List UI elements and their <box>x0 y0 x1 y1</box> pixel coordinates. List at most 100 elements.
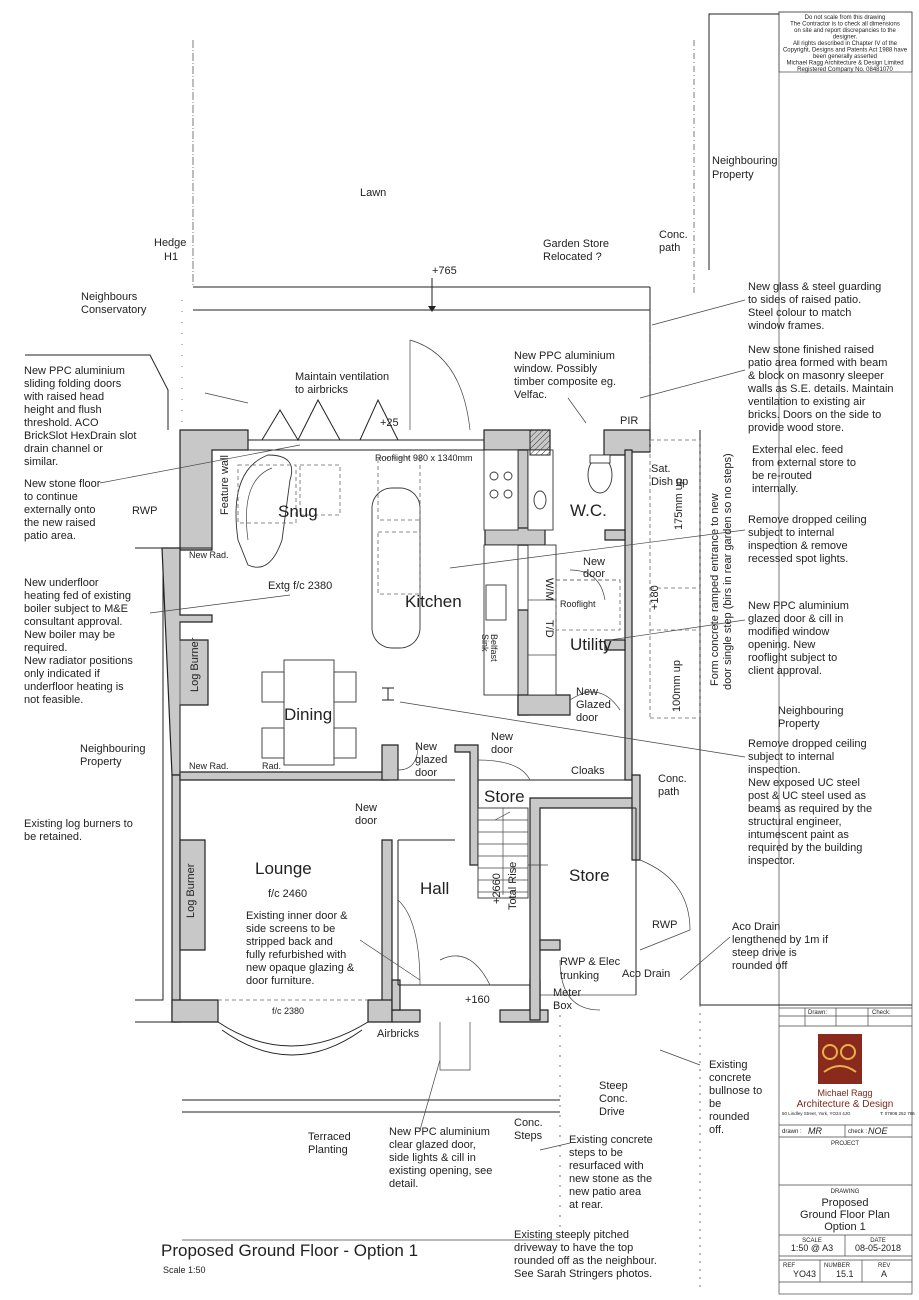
neighbouring-property-label: Neighbouring <box>778 705 843 717</box>
note-sliding-doors: New PPC aluminium sliding folding doors … <box>23 365 136 468</box>
snug-furniture <box>235 454 341 568</box>
note-line: driveway to have the top <box>514 1242 633 1254</box>
washing-machine-label: W/M <box>543 578 555 601</box>
note-line: subject to internal <box>748 527 834 539</box>
note-aco-drain: Aco Drain lengthened by 1m if steep driv… <box>732 921 829 972</box>
note-line: New stone finished raised <box>748 344 874 356</box>
note-line: recessed spot lights. <box>748 553 848 565</box>
note-line: drain channel or <box>24 443 103 455</box>
note-line: stripped back and <box>246 936 333 948</box>
door-label: door <box>415 767 437 779</box>
revision-check-header: Check: <box>872 1010 891 1016</box>
note-line: new opaque glazing & <box>246 962 355 974</box>
note-line: Steel colour to match <box>748 307 851 319</box>
sat-dish-label: Dish up <box>651 476 688 488</box>
level-160: +160 <box>465 994 490 1006</box>
note-line: boiler subject to M&E <box>24 603 128 615</box>
note-line: Existing steeply pitched <box>514 1229 629 1241</box>
company-logo <box>818 1034 862 1084</box>
sat-dish-label: Sat. <box>651 463 671 475</box>
ramp-label: door single step (birs in rear garden so… <box>722 453 734 690</box>
note-stone-floor: New stone floor to continue externally o… <box>24 478 101 542</box>
note-line: Existing log burners to <box>24 818 133 830</box>
drawing-title-line: Option 1 <box>824 1221 866 1233</box>
note-clear-glazed-door: New PPC aluminium clear glazed door, sid… <box>389 1126 492 1190</box>
dining-table <box>261 659 394 766</box>
ref-label: REF <box>783 1263 795 1269</box>
note-line: New PPC aluminium <box>24 365 125 377</box>
note-line: New PPC aluminium <box>748 600 849 612</box>
rooflight-label: Rooflight 980 x 1340mm <box>375 453 473 463</box>
lawn-label: Lawn <box>360 187 386 199</box>
drawing-title: Proposed Ground Floor - Option 1 <box>161 1241 418 1260</box>
note-line: externally onto <box>24 504 96 516</box>
note-ventilation: Maintain ventilation to airbricks <box>295 371 389 396</box>
note-line: steep drive is <box>732 947 797 959</box>
note-driveway: Existing steeply pitched driveway to hav… <box>514 1229 657 1280</box>
room-label-wc: W.C. <box>570 501 607 520</box>
conc-path-label: path <box>658 786 679 798</box>
company-address: 60 Lindley Street, York, YO24 4JG <box>782 1111 851 1116</box>
scale-value: 1:50 @ A3 <box>791 1243 833 1253</box>
conc-path-label: Conc. <box>659 229 688 241</box>
note-line: post & UC steel used as <box>748 790 867 802</box>
rwp-label: RWP <box>132 505 157 517</box>
conservatory-label: Conservatory <box>81 304 147 316</box>
note-line: side screens to be <box>246 923 335 935</box>
log-burner-label: Log Burner <box>185 863 197 918</box>
room-label-store-upper: Store <box>484 787 525 806</box>
note-line: fully refurbished with <box>246 949 346 961</box>
note-line: patio area formed with beam <box>748 357 887 369</box>
neighbouring-property-label: Property <box>778 718 820 730</box>
note-line: Existing <box>709 1059 748 1071</box>
note-line: threshold. ACO <box>24 417 99 429</box>
note-line: timber composite eg. <box>514 376 616 388</box>
note-line: required. <box>24 642 67 654</box>
note-line: the new raised <box>24 517 96 529</box>
drawing-title-line: Proposed <box>821 1197 868 1209</box>
drive-label: Conc. <box>599 1093 628 1105</box>
hedge-label: H1 <box>164 251 178 263</box>
date-label: DATE <box>870 1238 886 1244</box>
note-line: with raised head <box>23 391 104 403</box>
total-rise-label: Total Rise <box>507 862 519 910</box>
ceiling-label: Extg f/c 2380 <box>268 580 332 592</box>
doors <box>248 339 691 1071</box>
note-line: External elec. feed <box>752 444 843 456</box>
note-line: beams as required by the <box>748 803 872 815</box>
note-line: steps to be <box>569 1147 623 1159</box>
project-label: PROJECT <box>831 1141 859 1147</box>
note-line: & block on masonry sleeper <box>748 370 884 382</box>
external-ramp <box>649 439 701 719</box>
rooflight-small-label: Rooflight <box>560 599 596 609</box>
drawn-label: drawn : <box>782 1129 802 1135</box>
note-line: inspection & remove <box>748 540 848 552</box>
note-glass-guarding: New glass & steel guarding to sides of r… <box>747 281 881 332</box>
planting-label: Terraced <box>308 1131 351 1143</box>
note-new-window: New PPC aluminium window. Possibly timbe… <box>513 350 616 401</box>
check-label: check : <box>848 1129 867 1135</box>
note-line: New boiler may be <box>24 629 115 641</box>
note-line: New underfloor <box>24 577 99 589</box>
door-label: New <box>355 802 377 814</box>
disclaimer-text: Do not scale from this drawing The Contr… <box>783 15 908 73</box>
step-up-label: 100mm up <box>671 660 683 712</box>
note-line: to airbricks <box>295 384 349 396</box>
neighbouring-property-label: Neighbouring <box>80 743 145 755</box>
disclaimer-line: Michael Ragg Architecture & Design Limit… <box>786 61 903 67</box>
scale-label: SCALE <box>802 1238 822 1244</box>
note-line: modified window <box>748 626 829 638</box>
company-sub: Architecture & Design <box>797 1099 894 1110</box>
note-line: inspection. <box>748 764 801 776</box>
note-stone-patio: New stone finished raised patio area for… <box>747 344 894 434</box>
note-line: height and flush <box>24 404 102 416</box>
ramp-label: Form concrete ramped entrance to new <box>709 493 721 686</box>
room-label-snug: Snug <box>278 502 318 521</box>
disclaimer-line: on site and report discrepancies to the <box>794 28 896 34</box>
title-block: Do not scale from this drawing The Contr… <box>778 11 915 1295</box>
note-line: door furniture. <box>246 975 314 987</box>
neighbouring-property-label: Neighbouring <box>712 155 777 167</box>
room-label-hall: Hall <box>420 879 449 898</box>
door-label: door <box>576 712 598 724</box>
